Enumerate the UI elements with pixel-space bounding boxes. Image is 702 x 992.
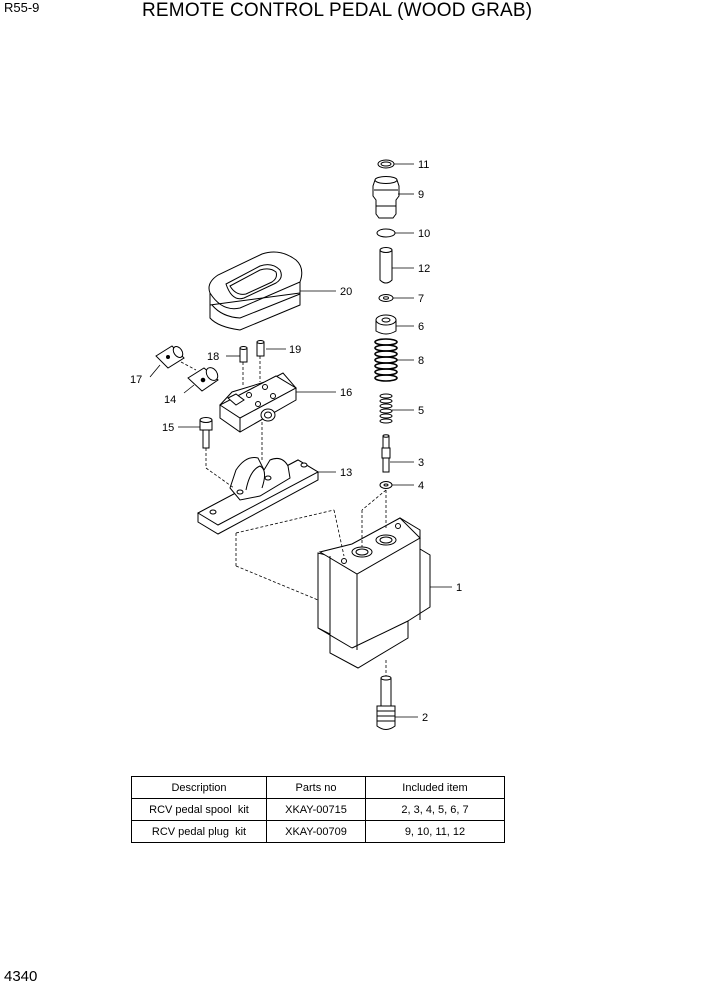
table-row: RCV pedal spool kit XKAY-00715 2, 3, 4, … — [131, 798, 505, 821]
callout-4: 4 — [418, 480, 424, 492]
callout-19: 19 — [289, 344, 301, 356]
cell-parts-no: XKAY-00709 — [266, 820, 366, 843]
callout-8: 8 — [418, 355, 424, 367]
callout-17: 17 — [130, 374, 142, 386]
callout-2: 2 — [422, 712, 428, 724]
part-6-spring-seat — [375, 314, 397, 335]
header-parts-no: Parts no — [266, 776, 366, 799]
part-20-boot — [208, 251, 303, 331]
callout-9: 9 — [418, 189, 424, 201]
callout-15: 15 — [162, 422, 174, 434]
part-5-return-spring — [379, 393, 393, 424]
kit-table-header: Description Parts no Included item — [131, 776, 505, 799]
table-row: RCV pedal plug kit XKAY-00709 9, 10, 11,… — [131, 820, 505, 843]
callout-6: 6 — [418, 321, 424, 333]
part-12-push-rod — [379, 247, 393, 284]
cell-included-item: 9, 10, 11, 12 — [365, 820, 505, 843]
part-19-screw — [256, 340, 265, 357]
part-1-casing — [317, 517, 431, 669]
part-17-pin — [155, 345, 185, 369]
part-18-screw — [239, 346, 248, 363]
part-14-shaft — [187, 367, 219, 392]
part-4-shim — [379, 481, 393, 489]
cell-parts-no: XKAY-00715 — [266, 798, 366, 821]
callout-7: 7 — [418, 293, 424, 305]
part-16-bracket — [219, 372, 298, 433]
callout-10: 10 — [418, 228, 430, 240]
part-2-lower-plug — [376, 675, 396, 730]
part-15-cap-screw — [199, 417, 213, 449]
callout-12: 12 — [418, 263, 430, 275]
part-3-spool — [381, 434, 391, 473]
callout-18: 18 — [207, 351, 219, 363]
part-11-seal — [377, 159, 395, 169]
part-10-oring — [376, 228, 396, 238]
model-code: R55-9 — [4, 0, 40, 15]
callout-20: 20 — [340, 286, 352, 298]
cell-description: RCV pedal spool kit — [131, 798, 267, 821]
callout-11: 11 — [418, 159, 429, 171]
cell-description: RCV pedal plug kit — [131, 820, 267, 843]
part-8-main-spring — [374, 338, 398, 382]
callout-13: 13 — [340, 467, 352, 479]
kit-table: Description Parts no Included item RCV p… — [131, 776, 505, 843]
callout-16: 16 — [340, 387, 352, 399]
part-9-plug — [372, 176, 400, 219]
part-13-base — [196, 457, 320, 535]
part-7-washer — [378, 294, 394, 302]
cell-included-item: 2, 3, 4, 5, 6, 7 — [365, 798, 505, 821]
page-number: 4340 — [4, 968, 38, 985]
page-title: REMOTE CONTROL PEDAL (WOOD GRAB) — [142, 0, 533, 21]
header-included-item: Included item — [365, 776, 505, 799]
callout-1: 1 — [456, 582, 462, 594]
callout-3: 3 — [418, 457, 424, 469]
callout-5: 5 — [418, 405, 424, 417]
header-description: Description — [131, 776, 267, 799]
callout-14: 14 — [164, 394, 176, 406]
